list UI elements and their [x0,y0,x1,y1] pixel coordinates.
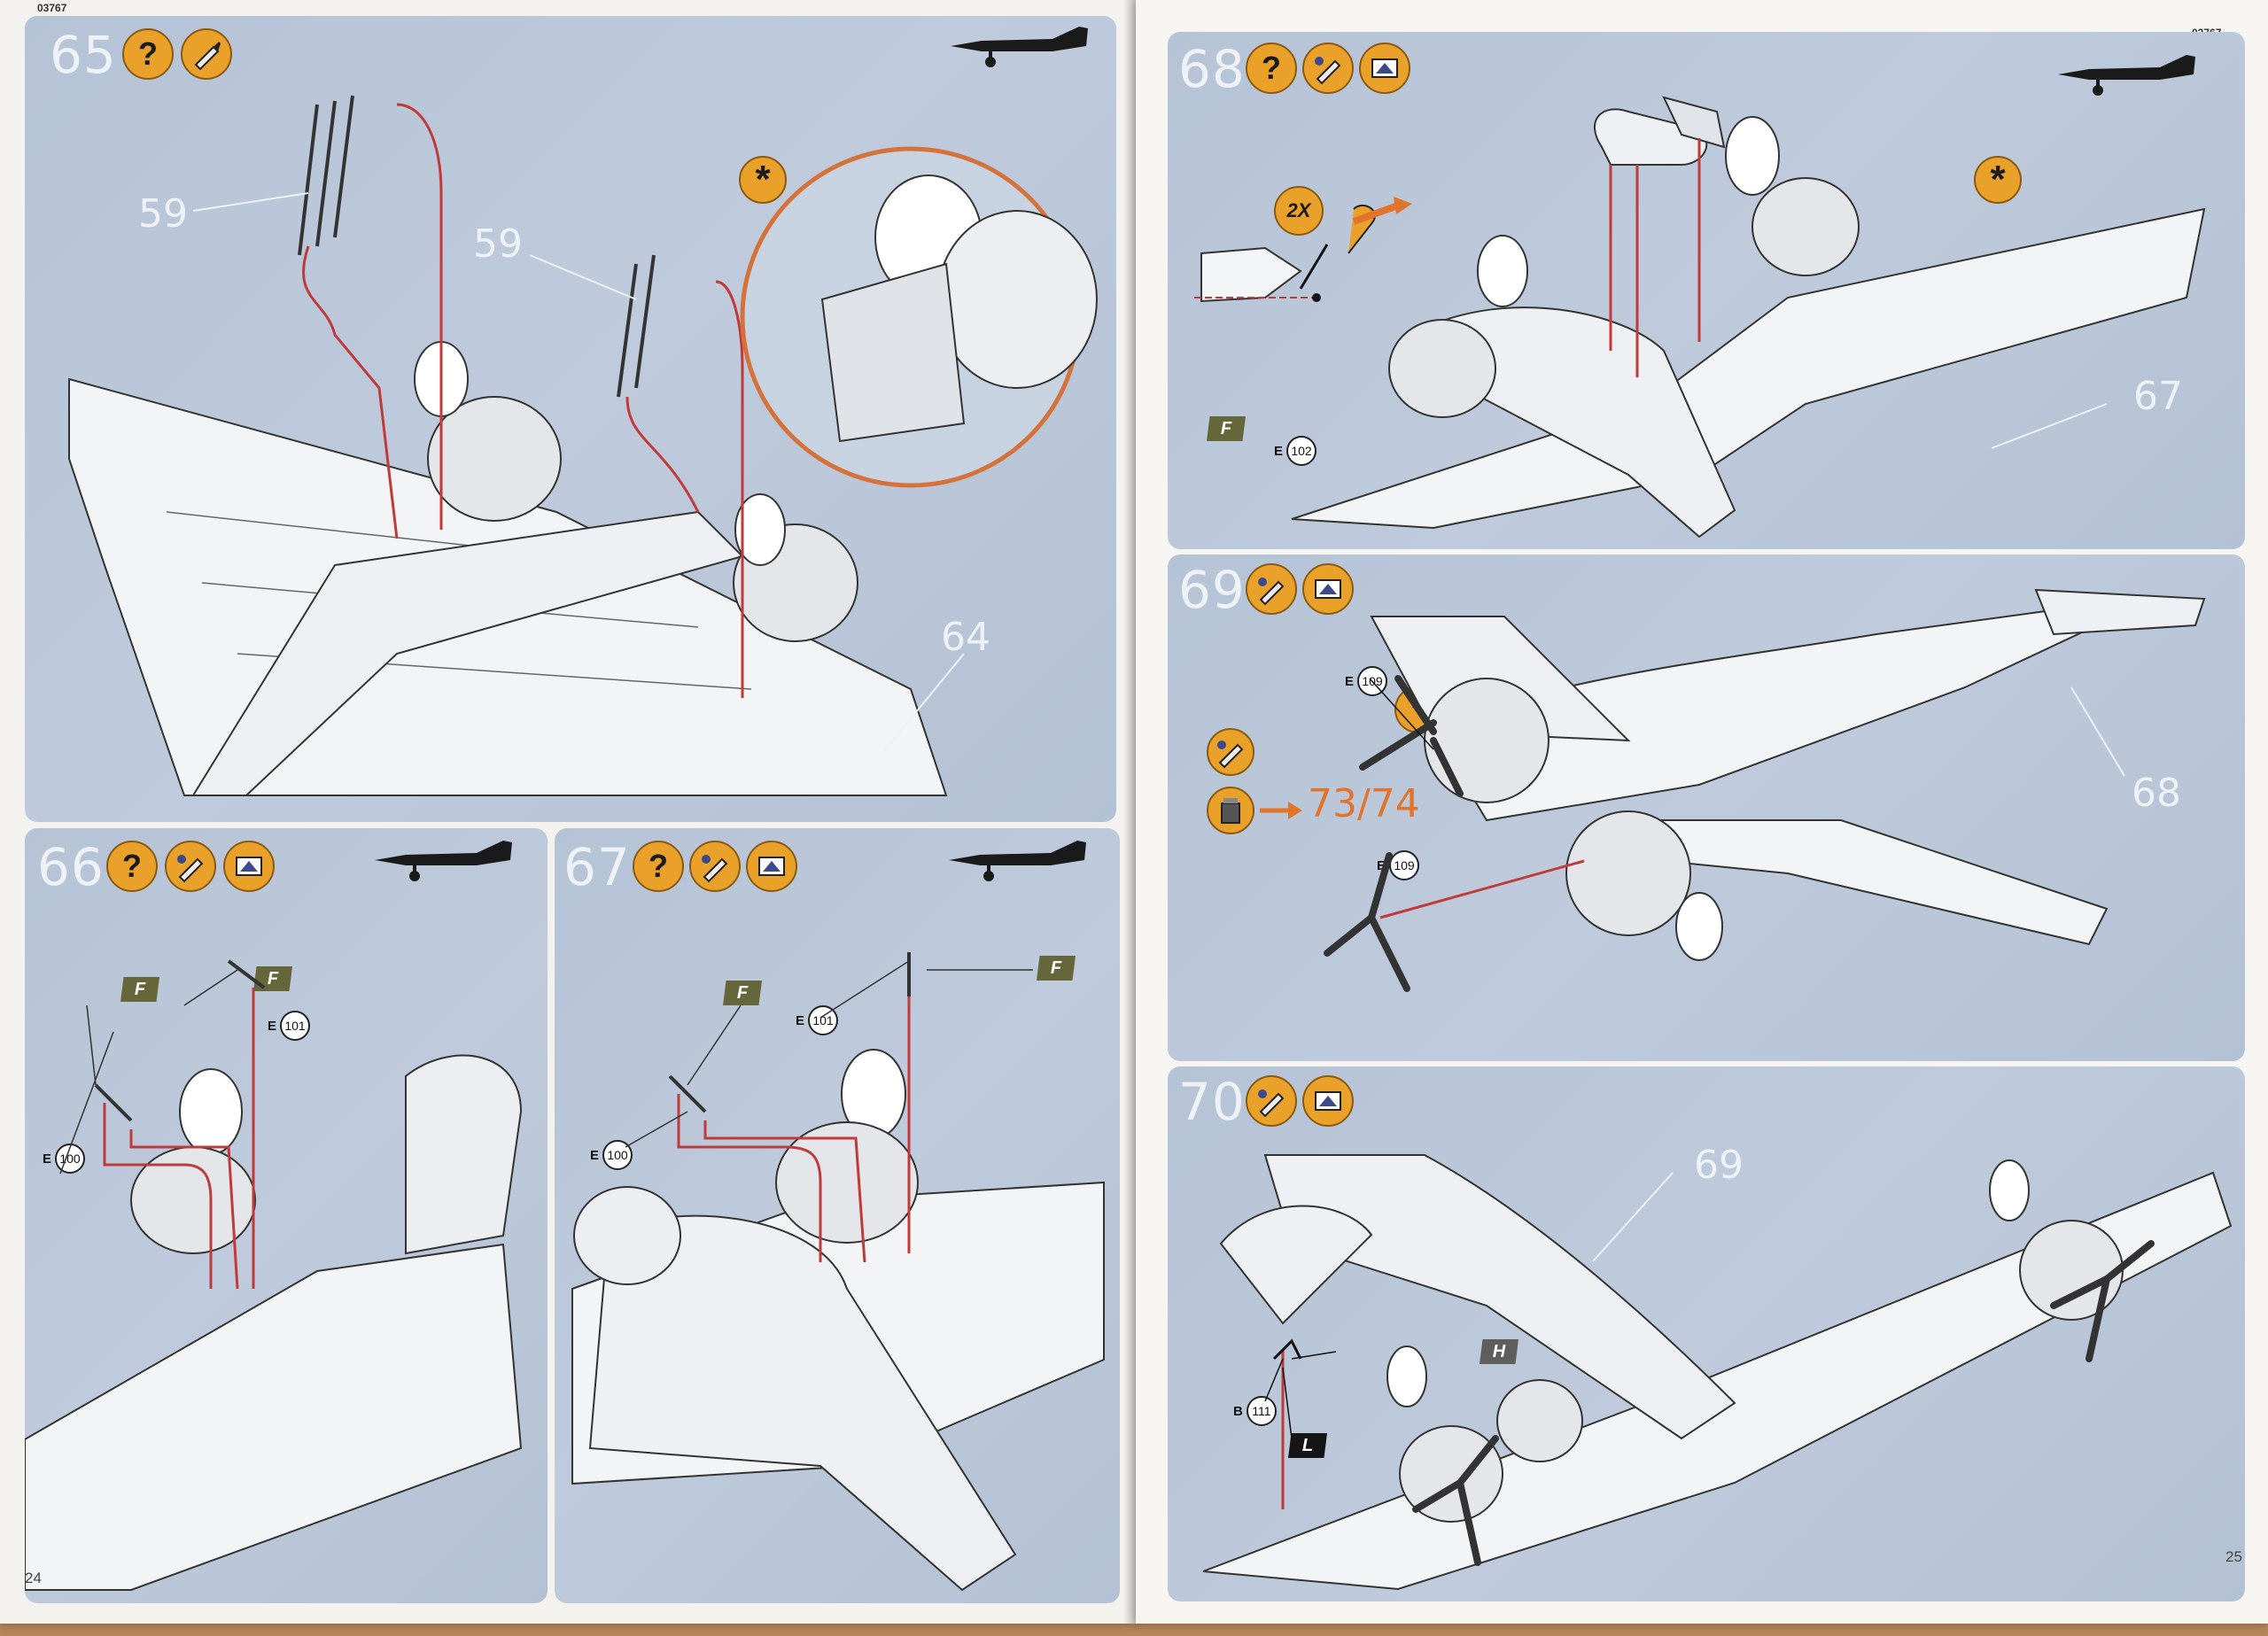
next-steps-ref: 73/74 [1308,781,1420,826]
glue-brush-icon [1302,43,1354,94]
kit-code: 03767 [37,2,67,14]
glue-brush-icon [1246,563,1297,615]
part-label: 69 [1694,1143,1744,1188]
question-icon: ? [106,841,158,892]
step-number: 70 [1178,1072,1246,1132]
aircraft-silhouette-icon [375,841,512,881]
glue-brush-icon [1207,728,1254,776]
step-67-illustration [571,952,1105,1592]
step-68-illustration [1194,96,2206,539]
step-65-panel: 65 ? 59 59 64 * [25,16,1116,822]
part-label: 59 [473,221,523,267]
paint-brush-icon [181,28,232,80]
flag-f: F [120,977,159,1002]
page-number: 25 [2225,1548,2242,1565]
arrow-right-icon [1260,802,1302,819]
glue-brush-icon [689,841,741,892]
glue-brush-icon [1246,1075,1297,1127]
decal-icon [746,841,797,892]
step-number: 68 [1178,39,1246,99]
question-icon: ? [1246,43,1297,94]
decal-icon [1302,1075,1354,1127]
part-label: 68 [2132,771,2181,816]
decal-icon [1359,43,1410,94]
flag-l: L [1288,1433,1327,1458]
quantity-badge: 2X [1274,186,1324,236]
step-number: 67 [563,837,631,897]
left-page: 03767 65 ? 59 59 64 * [0,0,1136,1624]
decal-icon [223,841,275,892]
flag-f: F [253,966,292,991]
flag-f: F [1207,416,1246,441]
part-label: 64 [941,615,990,660]
flag-h: H [1480,1339,1518,1364]
question-icon: ? [633,841,684,892]
page-number: 24 [25,1570,42,1586]
aircraft-silhouette-icon [951,27,1088,67]
part-label: 67 [2133,374,2183,419]
glue-brush-icon [165,841,216,892]
decal-icon [1302,563,1354,615]
flag-f: F [723,981,762,1005]
asterisk-icon: * [739,156,787,204]
step-69-illustration [1324,588,2206,992]
part-label: 59 [138,191,188,236]
aircraft-silhouette-icon [949,841,1086,881]
step-number: 66 [37,837,105,897]
step-number: 69 [1178,560,1246,620]
asterisk-icon: * [1974,156,2022,204]
aircraft-silhouette-icon [2058,55,2195,96]
flag-f: F [1037,956,1076,981]
question-icon: ? [122,28,174,80]
step-66-illustration [25,959,523,1591]
step-number: 65 [50,25,117,85]
paint-pot-icon [1207,787,1254,834]
step-65-illustration [68,95,1098,796]
step-70-illustration [1202,1154,2233,1591]
